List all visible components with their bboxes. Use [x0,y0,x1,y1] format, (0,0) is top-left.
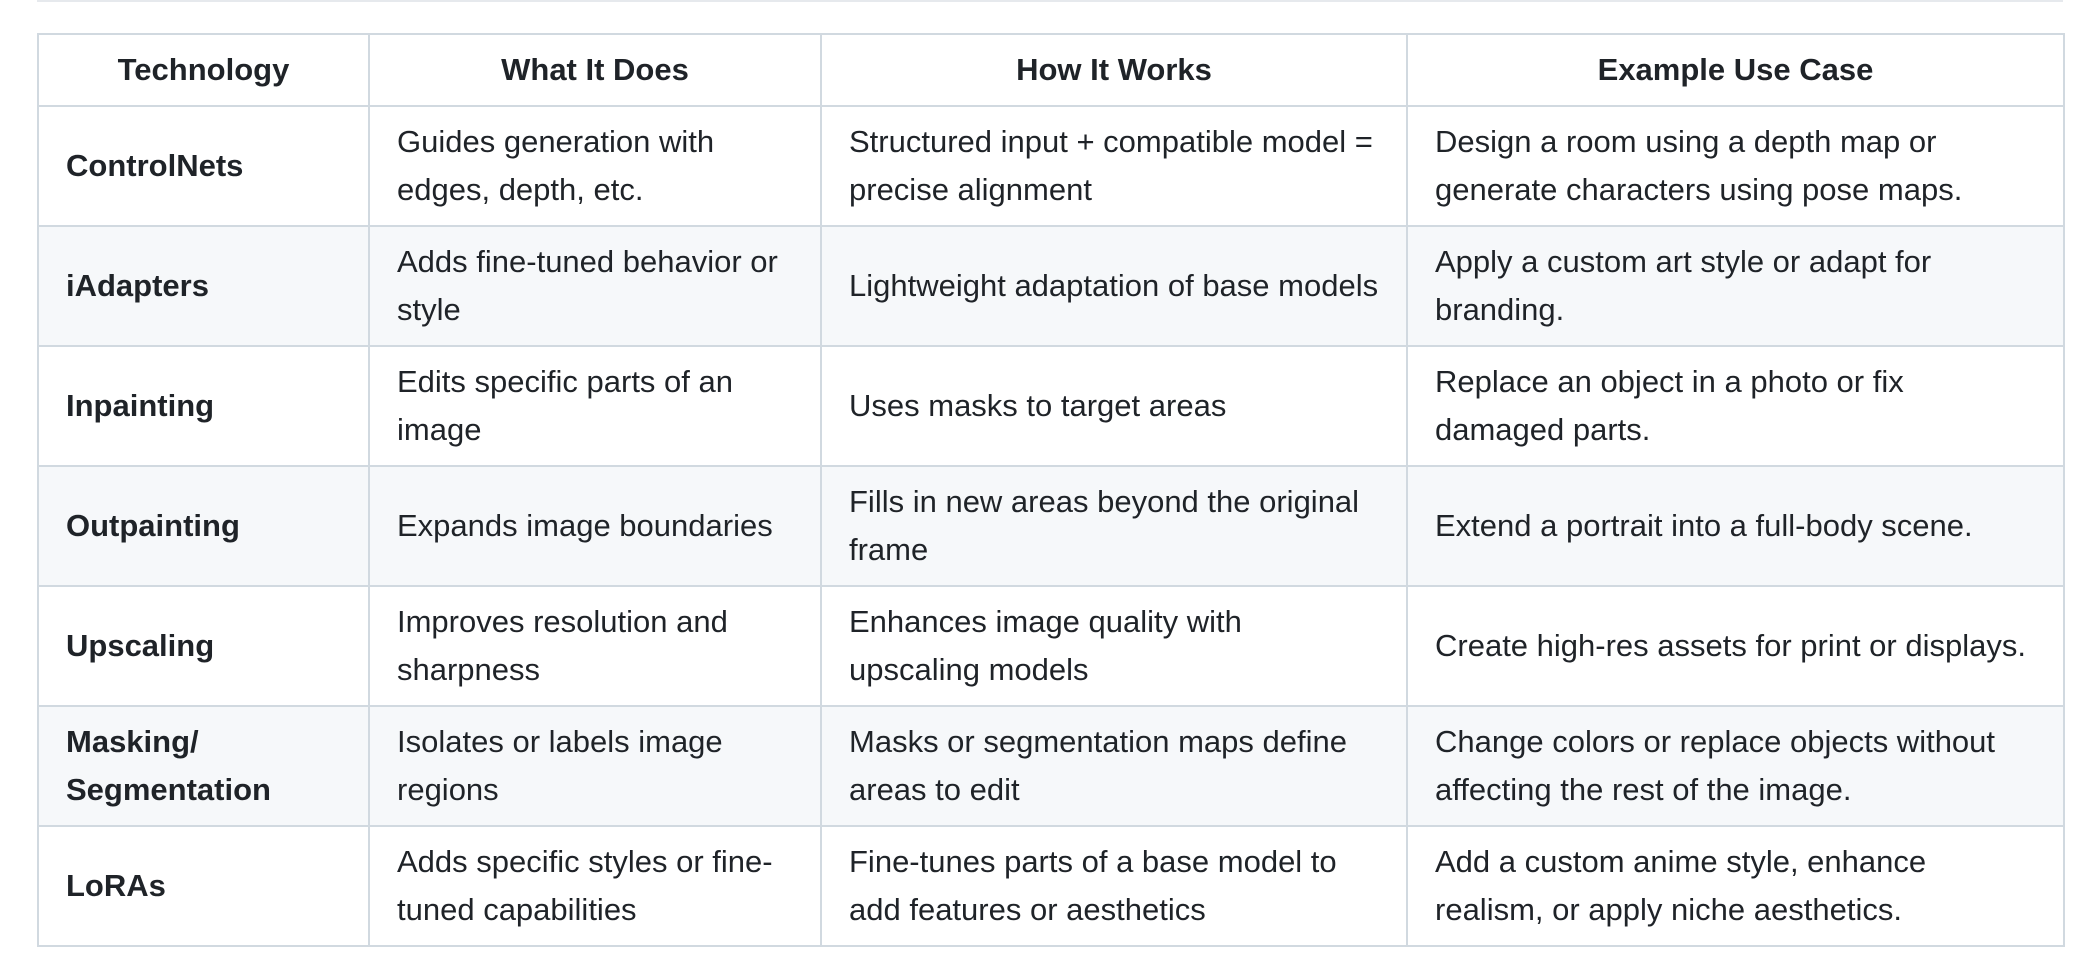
cell-example-use-case: Change colors or replace objects without… [1406,705,2065,827]
cell-what-it-does: Adds specific styles or fine-tuned capab… [368,825,822,947]
header-row: Technology What It Does How It Works Exa… [37,33,2065,107]
cell-what-it-does: Improves resolution and sharpness [368,585,822,707]
cell-what-it-does: Guides generation with edges, depth, etc… [368,105,822,227]
cell-what-it-does: Adds fine-tuned behavior or style [368,225,822,347]
table-body: ControlNets Guides generation with edges… [37,105,2065,947]
cell-example-use-case: Add a custom anime style, enhance realis… [1406,825,2065,947]
table-row: Outpainting Expands image boundaries Fil… [37,465,2065,587]
header-technology: Technology [37,33,370,107]
cell-technology: Masking/ Segmentation [37,705,370,827]
cell-how-it-works: Structured input + compatible model = pr… [820,105,1408,227]
cell-example-use-case: Create high-res assets for print or disp… [1406,585,2065,707]
header-example-use-case: Example Use Case [1406,33,2065,107]
cell-technology: LoRAs [37,825,370,947]
table-row: Inpainting Edits specific parts of an im… [37,345,2065,467]
cell-example-use-case: Apply a custom art style or adapt for br… [1406,225,2065,347]
table-row: LoRAs Adds specific styles or fine-tuned… [37,825,2065,947]
table-row: Upscaling Improves resolution and sharpn… [37,585,2065,707]
table-header: Technology What It Does How It Works Exa… [37,33,2065,107]
header-how-it-works: How It Works [820,33,1408,107]
cell-how-it-works: Uses masks to target areas [820,345,1408,467]
table-row: Masking/ Segmentation Isolates or labels… [37,705,2065,827]
table-row: ControlNets Guides generation with edges… [37,105,2065,227]
header-what-it-does: What It Does [368,33,822,107]
cell-how-it-works: Fills in new areas beyond the original f… [820,465,1408,587]
cell-example-use-case: Design a room using a depth map or gener… [1406,105,2065,227]
cell-technology: Inpainting [37,345,370,467]
cell-technology: Upscaling [37,585,370,707]
table-row: iAdapters Adds fine-tuned behavior or st… [37,225,2065,347]
cell-what-it-does: Edits specific parts of an image [368,345,822,467]
cell-example-use-case: Extend a portrait into a full-body scene… [1406,465,2065,587]
cell-what-it-does: Isolates or labels image regions [368,705,822,827]
cell-example-use-case: Replace an object in a photo or fix dama… [1406,345,2065,467]
cell-technology: Outpainting [37,465,370,587]
cell-technology: ControlNets [37,105,370,227]
cell-how-it-works: Enhances image quality with upscaling mo… [820,585,1408,707]
top-divider [37,0,2063,2]
cell-how-it-works: Fine-tunes parts of a base model to add … [820,825,1408,947]
cell-how-it-works: Masks or segmentation maps define areas … [820,705,1408,827]
cell-how-it-works: Lightweight adaptation of base models [820,225,1408,347]
cell-technology: iAdapters [37,225,370,347]
technology-comparison-table: Technology What It Does How It Works Exa… [37,33,2065,947]
cell-what-it-does: Expands image boundaries [368,465,822,587]
